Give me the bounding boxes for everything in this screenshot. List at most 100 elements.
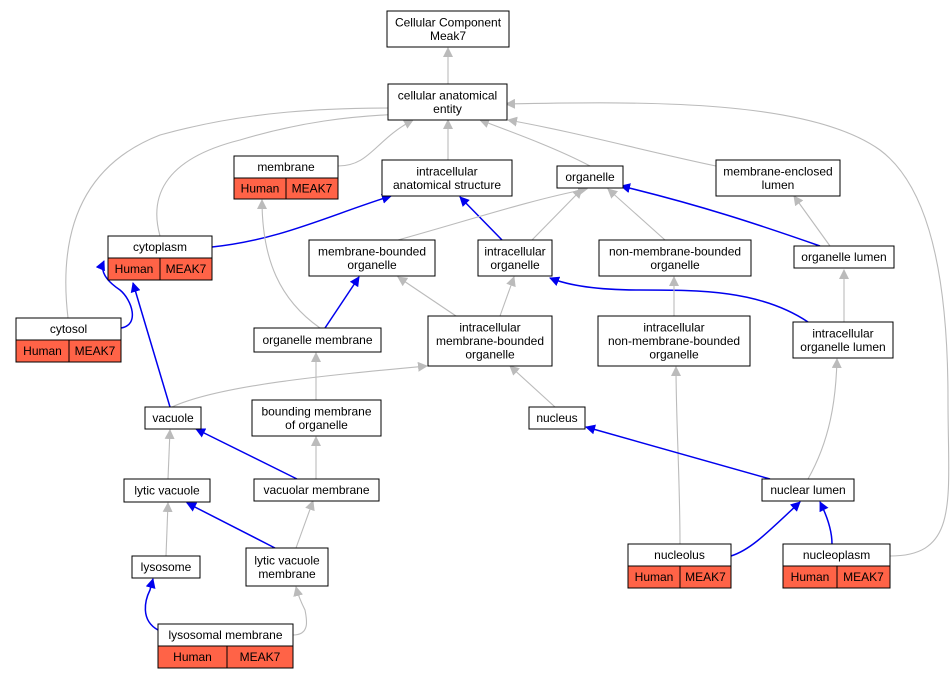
term-label-line: non-membrane-bounded [609,244,741,258]
term-box [386,10,510,48]
term-label-line: lysosome [141,560,192,574]
edge-omem-to-mbo-part-of [324,276,360,329]
edge-nucleolus-to-nuclum-part-of [730,501,801,557]
annotation-gene-cell-label: MEAK7 [75,344,116,358]
term-box [131,555,201,579]
term-box [477,239,553,277]
annotation-gene-cell [285,177,339,200]
edge-lvm-to-lytvac-part-of [186,502,276,549]
term-label-line: membrane [258,567,316,581]
term-box [381,159,513,197]
term-box [715,159,841,197]
edge-nucleus-to-imbo-is-a [509,365,556,408]
term-label-line: cellular anatomical [398,89,497,103]
term-label-line: of organelle [285,418,348,432]
term-node-lysosome[interactable]: lysosome [131,555,201,579]
term-label-line: organelle membrane [262,333,372,347]
edge-olumen-to-mel-is-a [793,195,831,247]
term-box [245,547,329,587]
edge-nucleoplasm-to-nuclum-part-of [819,501,833,545]
term-box [528,406,586,430]
term-box [793,245,895,269]
edge-iol-to-io-part-of [549,276,809,323]
edge-organelle-to-cae-is-a [479,118,591,167]
term-node-olumen[interactable]: organelle lumen [793,245,895,269]
term-box [792,321,894,359]
annotation-species-cell-label: Human [241,182,280,196]
annotation-gene-cell-label: MEAK7 [240,650,281,664]
edge-lvm-to-vacmem-is-a [295,500,315,549]
edge-lysmem-to-lysosome-part-of [144,578,159,631]
annotation-gene-cell [159,257,213,281]
edge-nucleoplasm-to-cae-is-a [505,98,950,557]
term-label-line: cytoplasm [133,240,187,254]
edge-cytoplasm-to-ias-part-of [211,193,392,248]
annotation-species-cell-label: Human [23,344,62,358]
annotation-species-cell-label: Human [115,262,154,276]
edge-lysmem-to-lvm-is-a [292,586,308,636]
term-label-line: organelle [347,258,397,272]
annotation-gene-cell [226,645,294,669]
term-node-lytvac[interactable]: lytic vacuole [123,478,211,503]
term-label-line: intracellular [416,164,477,178]
term-label-line: bounding membrane [261,404,371,418]
term-box [387,83,508,121]
term-box [761,478,855,502]
term-label-line: membrane-bounded [318,244,426,258]
edge-nuclum-to-nucleus-part-of [585,424,771,480]
term-label-line: intracellular [459,321,520,335]
term-label-line: vacuole [152,411,194,425]
term-box [308,239,436,277]
term-node-vacuole[interactable]: vacuole [144,406,202,430]
term-label-line: lumen [762,178,795,192]
annotation-gene-cell [836,565,891,589]
term-label-line: non-membrane-bounded [608,334,740,348]
term-box [598,239,752,277]
annotation-species-cell-label: Human [791,570,830,584]
term-label-line: Meak7 [430,29,466,43]
term-label-line: intracellular [643,321,704,335]
edge-lysosome-to-lytvac-is-a [162,502,173,557]
term-node-organelle[interactable]: organelle [556,165,624,189]
term-label-line: membrane [257,160,315,174]
annotation-gene-cell-label: MEAK7 [843,570,884,584]
annotation-species-cell-label: Human [635,570,674,584]
edge-io-to-organelle-is-a [531,188,583,241]
term-label-line: lysosomal membrane [168,628,282,642]
term-node-omem[interactable]: organelle membrane [253,327,382,353]
edge-imbo-to-mbo-is-a [397,276,457,317]
term-node-inmbo[interactable]: intracellularnon-membrane-boundedorganel… [597,315,751,367]
term-node-nuclum[interactable]: nuclear lumen [761,478,855,502]
term-box [597,315,751,367]
term-label-line: lytic vacuole [254,554,320,568]
term-label-line: membrane-enclosed [723,164,832,178]
term-label-line: vacuolar membrane [263,483,369,497]
term-label-line: Cellular Component [395,15,502,29]
term-node-vacmem[interactable]: vacuolar membrane [253,478,380,502]
term-label-line: nucleoplasm [803,548,870,562]
term-box [144,406,202,430]
term-label-line: entity [433,102,462,116]
term-label-line: organelle [649,348,699,362]
term-node-nucleus[interactable]: nucleus [528,406,586,430]
edge-cytosol-to-cae-is-a [65,103,401,319]
